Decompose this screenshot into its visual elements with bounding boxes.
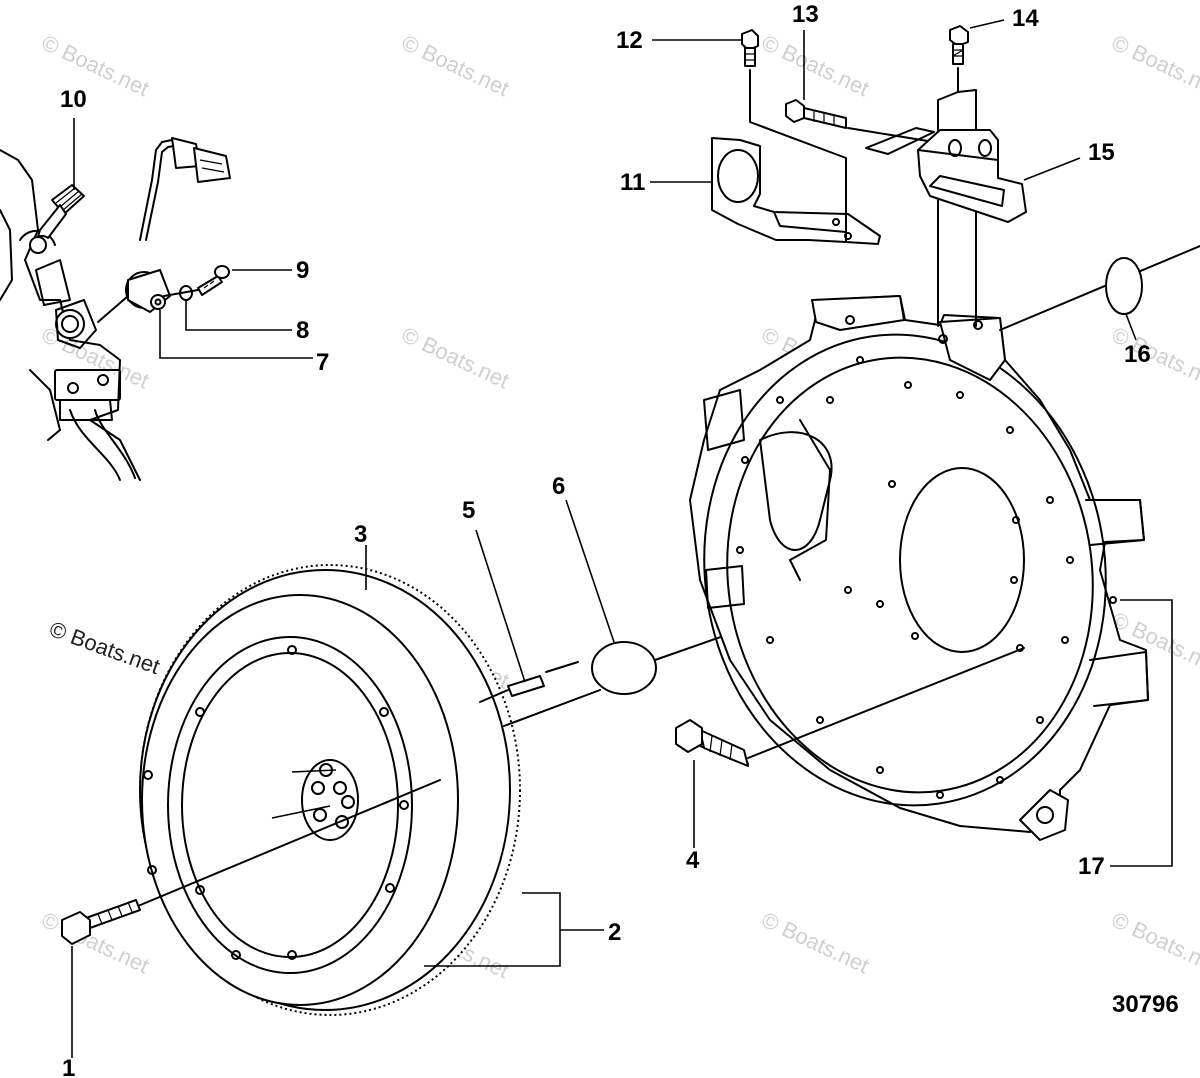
watermark: © Boats.net	[1108, 322, 1200, 393]
part-12-bolt	[652, 29, 847, 233]
callout-9: 9	[296, 257, 309, 284]
part-2-flywheel	[141, 545, 604, 1006]
callout-6: 6	[552, 473, 565, 500]
watermark: © Boats.net	[758, 30, 873, 101]
part-9-screw	[163, 265, 292, 297]
callout-17: 17	[1078, 853, 1105, 880]
callout-3: 3	[354, 521, 367, 548]
part-15-bracket	[917, 129, 1081, 223]
callout-5: 5	[462, 497, 475, 524]
callout-16: 16	[1124, 341, 1151, 368]
part-11-bracket	[650, 137, 881, 245]
callout-7: 7	[316, 349, 329, 376]
part-5-dowel-pin	[475, 529, 579, 703]
part-10-stud	[29, 118, 85, 254]
part-1-bolt	[61, 779, 441, 1058]
part-8-washer	[179, 285, 292, 331]
engine-block-fragment	[0, 149, 141, 481]
callout-13: 13	[792, 1, 819, 28]
callout-1: 1	[62, 1055, 75, 1078]
callout-15: 15	[1088, 139, 1115, 166]
callout-10: 10	[60, 86, 87, 113]
callout-4: 4	[686, 847, 700, 874]
callout-12: 12	[616, 27, 643, 54]
callout-2: 2	[608, 919, 621, 946]
watermark: © Boats.net	[758, 907, 873, 978]
part-16-plug	[1105, 257, 1143, 341]
watermark-dark: © Boats.net	[46, 616, 163, 679]
part-14-bolt	[937, 19, 1005, 327]
callout-11: 11	[620, 169, 645, 196]
watermark: © Boats.net	[38, 30, 153, 101]
part-13-bolt	[785, 30, 935, 155]
figure-number: 30796	[1112, 991, 1179, 1018]
watermark: © Boats.net	[1108, 907, 1200, 978]
part-17-flywheel-housing	[689, 245, 1200, 867]
part-4-bolt	[675, 647, 1025, 848]
callout-14: 14	[1012, 5, 1039, 32]
part-7-crank-sensor	[97, 137, 313, 359]
watermark: © Boats.net	[398, 30, 513, 101]
watermark: © Boats.net	[398, 322, 513, 393]
callout-8: 8	[296, 317, 309, 344]
watermark: © Boats.net	[1108, 30, 1200, 101]
callout-labels: 1 2 3 4 5 6 7 8 9 10 11 12 13 14 15 16 1…	[60, 1, 1151, 1078]
